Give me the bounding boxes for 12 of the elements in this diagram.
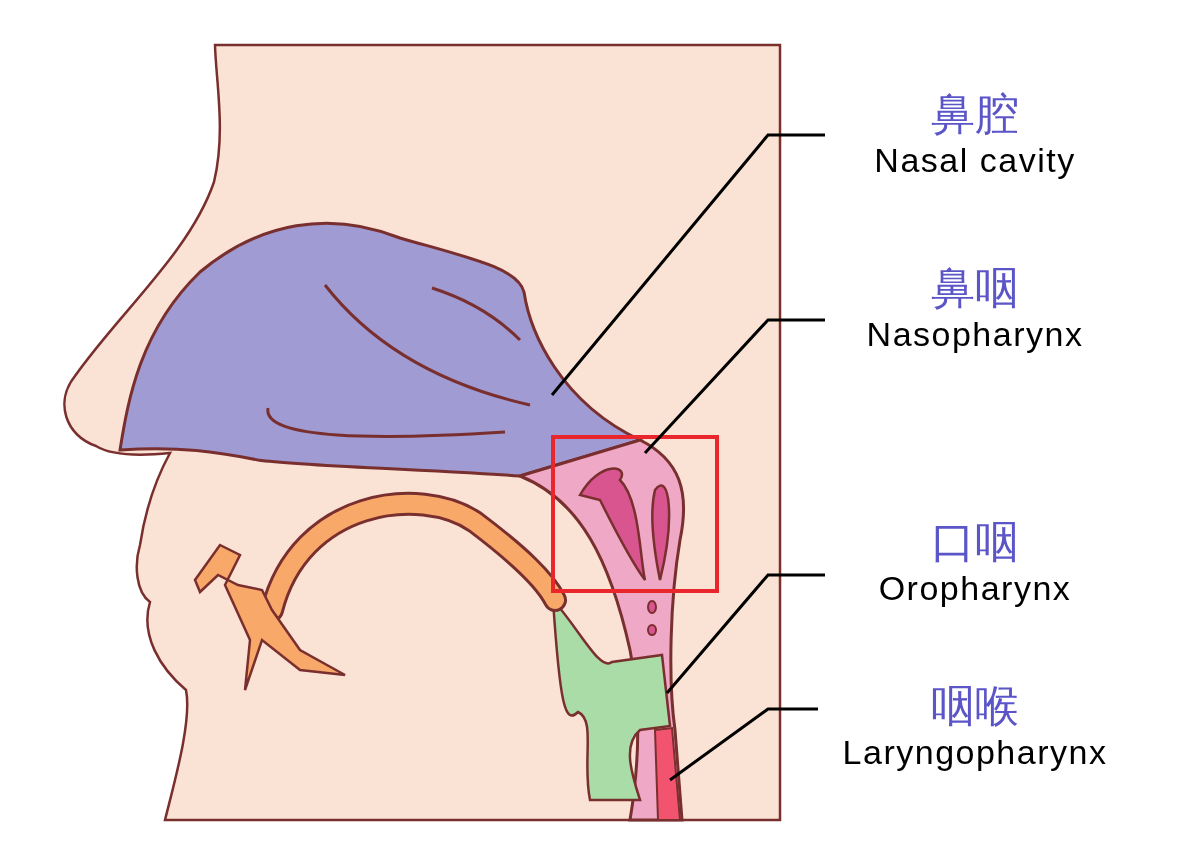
english-label: Nasal cavity bbox=[874, 140, 1076, 180]
leader-line bbox=[550, 133, 825, 396]
leader-line bbox=[665, 573, 825, 694]
english-label: Nasopharynx bbox=[866, 314, 1084, 354]
english-label: Laryngopharynx bbox=[842, 732, 1108, 772]
chinese-label: 咽喉 bbox=[931, 680, 1019, 732]
leader-line bbox=[669, 707, 818, 782]
chinese-label: 鼻腔 bbox=[931, 88, 1019, 140]
chinese-label: 口咽 bbox=[931, 516, 1019, 568]
english-label: Oropharynx bbox=[878, 568, 1072, 608]
chinese-label: 鼻咽 bbox=[931, 262, 1019, 314]
leader-line bbox=[643, 318, 825, 454]
